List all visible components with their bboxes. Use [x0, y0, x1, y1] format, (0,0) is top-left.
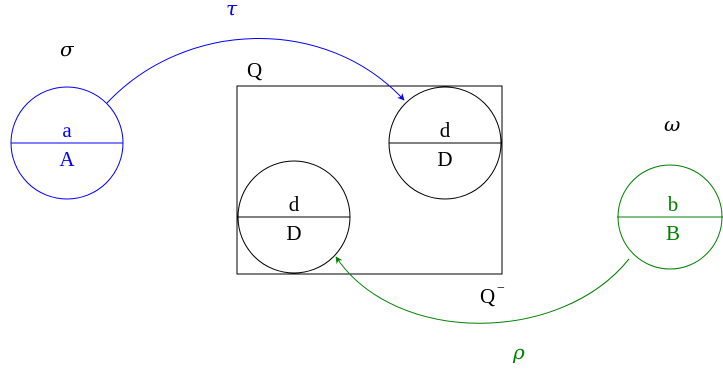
rho-arrow	[335, 256, 630, 324]
q-minus-superscript: −	[497, 281, 505, 296]
inner-top-circle: d D	[388, 86, 502, 200]
sigma-label: σ	[60, 37, 75, 61]
inner-top-circle-top-label: d	[440, 118, 451, 142]
q-label: Q	[247, 58, 262, 82]
tau-arrow	[106, 38, 405, 104]
rho-label: ρ	[512, 340, 525, 364]
sigma-circle: a A	[10, 86, 124, 200]
inner-bottom-circle-top-label: d	[289, 192, 300, 216]
sigma-circle-bottom-label: A	[59, 147, 75, 171]
q-rectangle	[236, 85, 503, 275]
inner-top-circle-bottom-label: D	[437, 147, 452, 171]
omega-circle-bottom-label: B	[666, 221, 680, 245]
omega-circle-top-label: b	[668, 192, 679, 216]
tau-label: τ	[226, 0, 238, 20]
q-minus-label: Q −	[480, 281, 505, 308]
inner-bottom-circle: d D	[237, 160, 351, 274]
inner-bottom-circle-bottom-label: D	[286, 221, 301, 245]
omega-circle: b B	[617, 164, 723, 270]
sigma-circle-top-label: a	[62, 118, 72, 142]
q-minus-base: Q	[480, 284, 495, 308]
omega-label: ω	[664, 112, 680, 136]
